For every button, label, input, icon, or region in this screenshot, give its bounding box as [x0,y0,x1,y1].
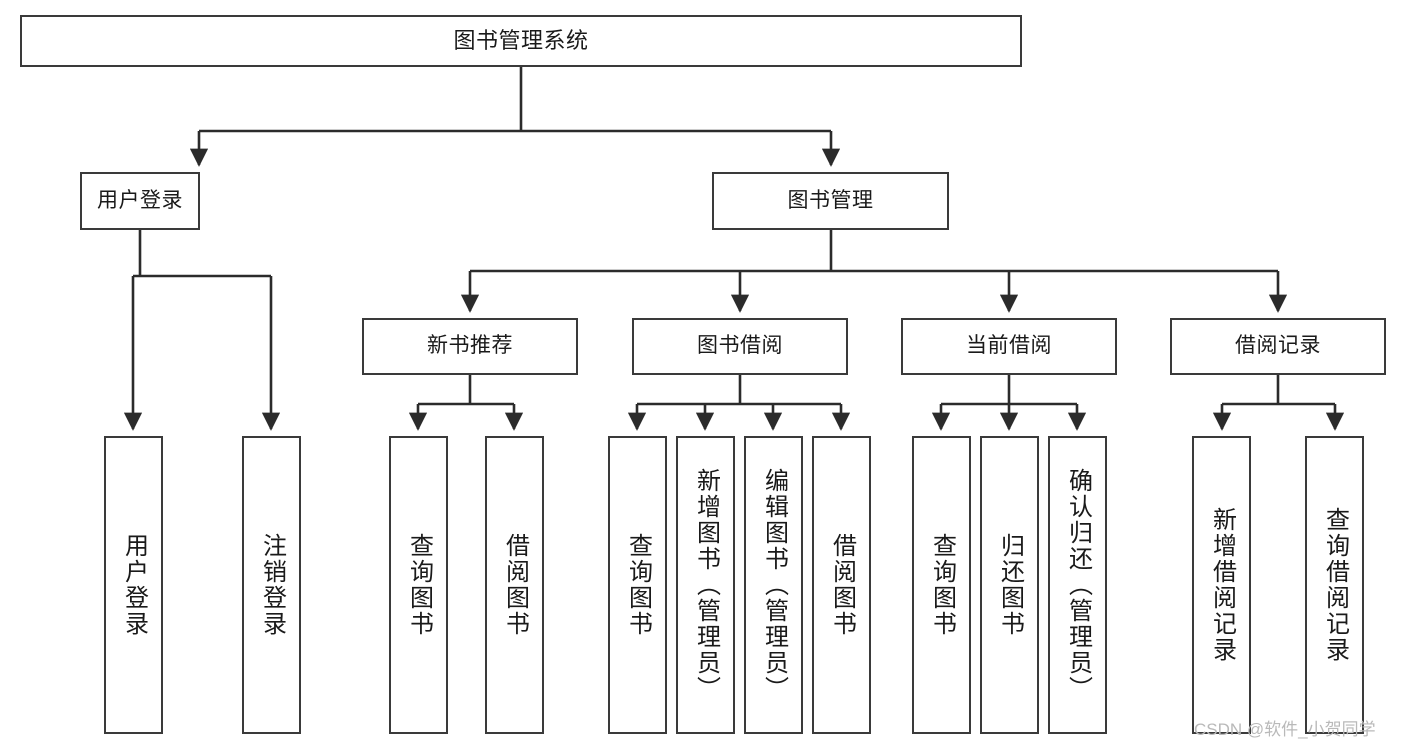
leaf-borrow-record-query-record[interactable]: 查询借阅记录 [1305,436,1364,734]
node-label: 新书推荐 [427,334,513,358]
leaf-borrow-record-add-record[interactable]: 新增借阅记录 [1192,436,1251,734]
node-label: 用户登录 [120,533,148,637]
node-borrow-record[interactable]: 借阅记录 [1170,318,1386,375]
csdn-watermark: CSDN @软件_小贺同学 [1194,720,1376,739]
leaf-user-login-login[interactable]: 用户登录 [104,436,163,734]
leaf-book-borrow-borrow-book[interactable]: 借阅图书 [812,436,871,734]
node-book-management[interactable]: 图书管理 [712,172,949,230]
leaf-book-borrow-edit-book-admin[interactable]: 编辑图书（管理员） [744,436,803,734]
leaf-book-borrow-query-book[interactable]: 查询图书 [608,436,667,734]
node-label: 图书管理系统 [453,28,589,54]
node-label: 借阅记录 [1235,334,1321,358]
leaf-new-book-query-book[interactable]: 查询图书 [389,436,448,734]
node-label: 借阅图书 [828,533,856,637]
node-label: 查询借阅记录 [1321,507,1349,663]
node-label: 注销登录 [258,533,286,637]
node-root-book-management-system[interactable]: 图书管理系统 [20,15,1022,67]
node-label: 图书管理 [787,188,874,212]
node-user-login[interactable]: 用户登录 [80,172,200,230]
node-current-borrow[interactable]: 当前借阅 [901,318,1117,375]
node-label: 确认归还（管理员） [1064,468,1092,702]
leaf-user-login-logout[interactable]: 注销登录 [242,436,301,734]
node-label: 图书借阅 [697,334,783,358]
leaf-current-borrow-confirm-return-admin[interactable]: 确认归还（管理员） [1048,436,1107,734]
node-label: 用户登录 [97,188,183,212]
node-label: 新增借阅记录 [1208,507,1236,663]
leaf-current-borrow-query-book[interactable]: 查询图书 [912,436,971,734]
leaf-book-borrow-add-book-admin[interactable]: 新增图书（管理员） [676,436,735,734]
node-label: 新增图书（管理员） [692,468,720,702]
node-label: 查询图书 [405,533,433,637]
node-label: 借阅图书 [501,533,529,637]
node-label: 查询图书 [928,533,956,637]
node-label: 归还图书 [996,533,1024,637]
node-label: 查询图书 [624,533,652,637]
node-book-borrow[interactable]: 图书借阅 [632,318,848,375]
node-label: 编辑图书（管理员） [760,468,788,702]
leaf-current-borrow-return-book[interactable]: 归还图书 [980,436,1039,734]
node-label: 当前借阅 [966,334,1052,358]
node-new-book-recommend[interactable]: 新书推荐 [362,318,578,375]
leaf-new-book-borrow-book[interactable]: 借阅图书 [485,436,544,734]
